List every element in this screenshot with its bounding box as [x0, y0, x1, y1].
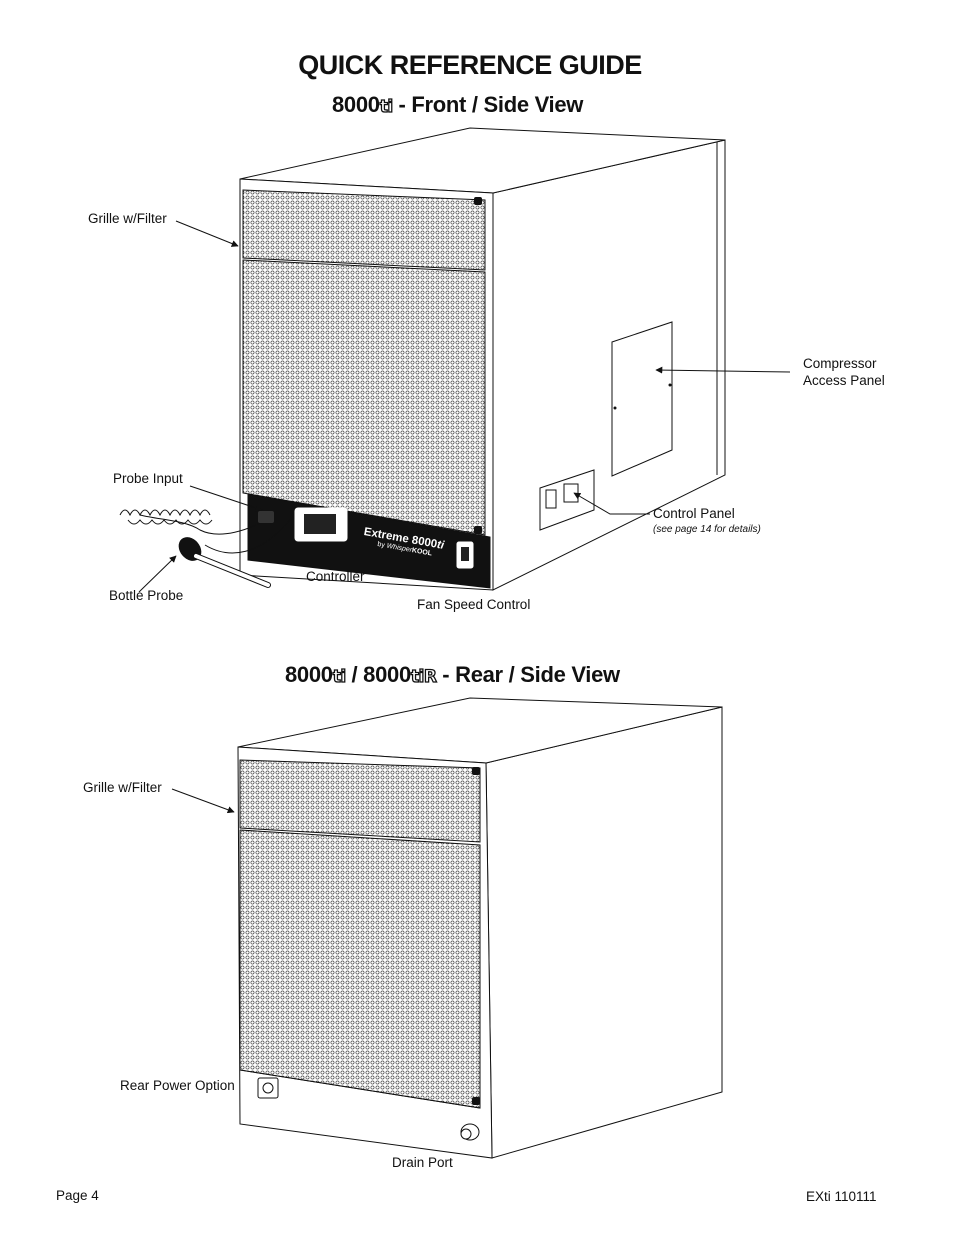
rear-unit-drawing — [237, 697, 723, 1159]
label-control-panel: Control Panel — [653, 506, 735, 521]
label-control-panel-note: (see page 14 for details) — [653, 524, 761, 535]
rear-lower-grille — [239, 829, 481, 1109]
rear-model-2-suffix: tiR — [410, 666, 437, 687]
footer-doc-code: EXti 110111 — [806, 1189, 877, 1204]
label-bottle-probe: Bottle Probe — [109, 588, 184, 603]
rear-model-1: 8000 — [285, 662, 333, 687]
front-lower-grille — [242, 259, 486, 536]
front-model: 8000 — [332, 92, 380, 117]
probe-plug — [258, 511, 274, 523]
rear-separator: / — [345, 662, 364, 687]
footer-page-number: Page 4 — [56, 1188, 99, 1203]
label-compressor-2: Access Panel — [803, 373, 885, 388]
front-view-text: - Front / Side View — [392, 92, 584, 117]
front-view-heading: 8000ti - Front / Side View — [332, 92, 583, 118]
label-drain-port: Drain Port — [392, 1155, 453, 1170]
page-title: QUICK REFERENCE GUIDE — [298, 50, 642, 80]
compressor-access-panel — [611, 321, 673, 477]
rear-power-outlet — [257, 1077, 279, 1099]
label-front-grille: Grille w/Filter — [88, 211, 167, 226]
front-unit-drawing — [119, 127, 726, 591]
rear-view-text: - Rear / Side View — [436, 662, 620, 687]
label-rear-grille: Grille w/Filter — [83, 780, 162, 795]
rear-view-heading: 8000ti / 8000tiR - Rear / Side View — [285, 662, 620, 688]
label-compressor-1: Compressor — [803, 356, 877, 371]
front-upper-grille — [242, 189, 486, 271]
rear-model-2: 8000 — [363, 662, 411, 687]
rear-upper-grille — [239, 759, 481, 843]
label-probe-input: Probe Input — [113, 471, 183, 486]
brand-by: by — [376, 541, 386, 550]
label-controller: Controller — [306, 569, 365, 584]
front-model-suffix: ti — [379, 96, 394, 117]
rear-model-1-suffix: ti — [332, 666, 347, 687]
label-rear-power: Rear Power Option — [120, 1078, 235, 1093]
label-fan-speed: Fan Speed Control — [417, 597, 531, 612]
